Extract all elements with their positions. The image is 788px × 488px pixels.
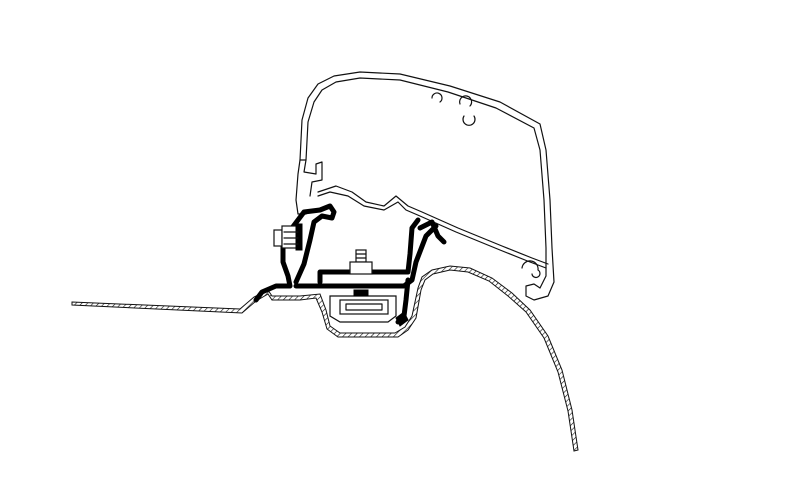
vehicle-roof-panel xyxy=(71,265,579,452)
center-bolt-and-nut xyxy=(349,249,373,275)
adapter-rail-profile xyxy=(253,203,447,325)
awning-case-profile xyxy=(295,71,555,301)
t-slot-channel xyxy=(329,289,397,323)
side-clamp-with-bolt xyxy=(273,223,303,251)
front-retaining-lip xyxy=(395,311,409,327)
